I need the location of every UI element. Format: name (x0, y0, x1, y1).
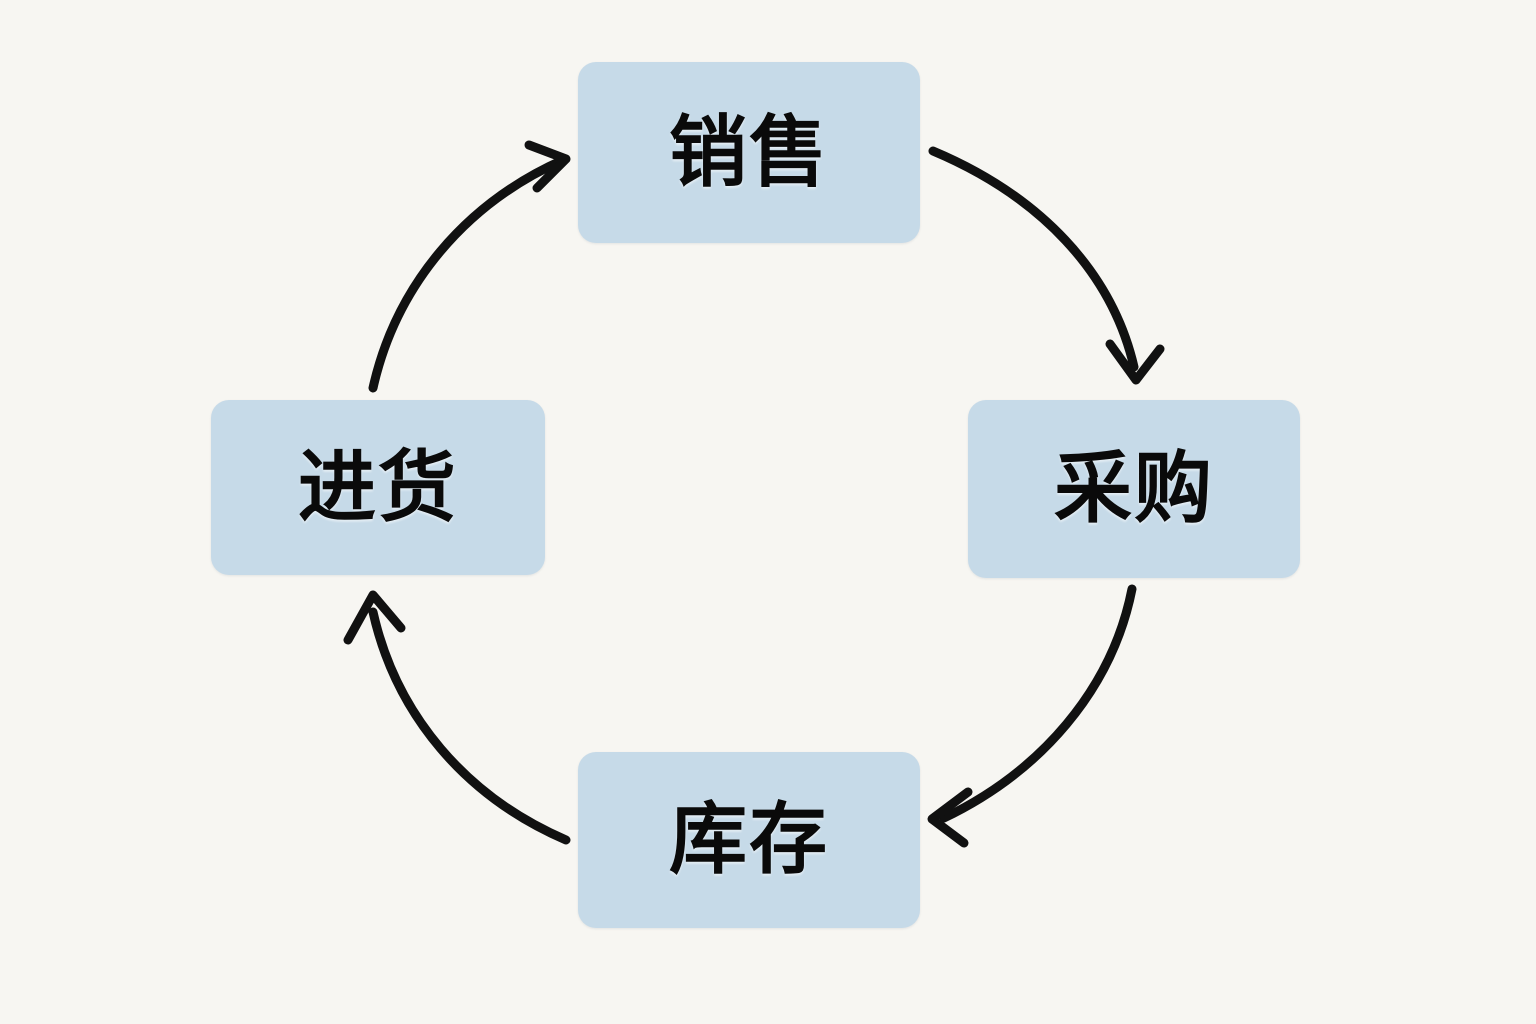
node-restock-label: 进货 (297, 442, 458, 533)
arrow-sales-to-purchase (928, 146, 1165, 385)
arrow-restock-to-sales (368, 140, 571, 393)
arrow-inventory-to-restock (343, 590, 571, 845)
arrow-purchase-to-inventory (927, 584, 1137, 848)
node-inventory-label: 库存 (668, 795, 829, 885)
node-inventory[interactable]: 库存 (578, 752, 920, 928)
node-sales-label: 销售 (668, 107, 829, 198)
node-restock[interactable]: 进货 (211, 400, 545, 575)
node-purchase-label: 采购 (1053, 444, 1214, 534)
node-sales[interactable]: 销售 (578, 62, 920, 243)
node-purchase[interactable]: 采购 (968, 400, 1300, 578)
